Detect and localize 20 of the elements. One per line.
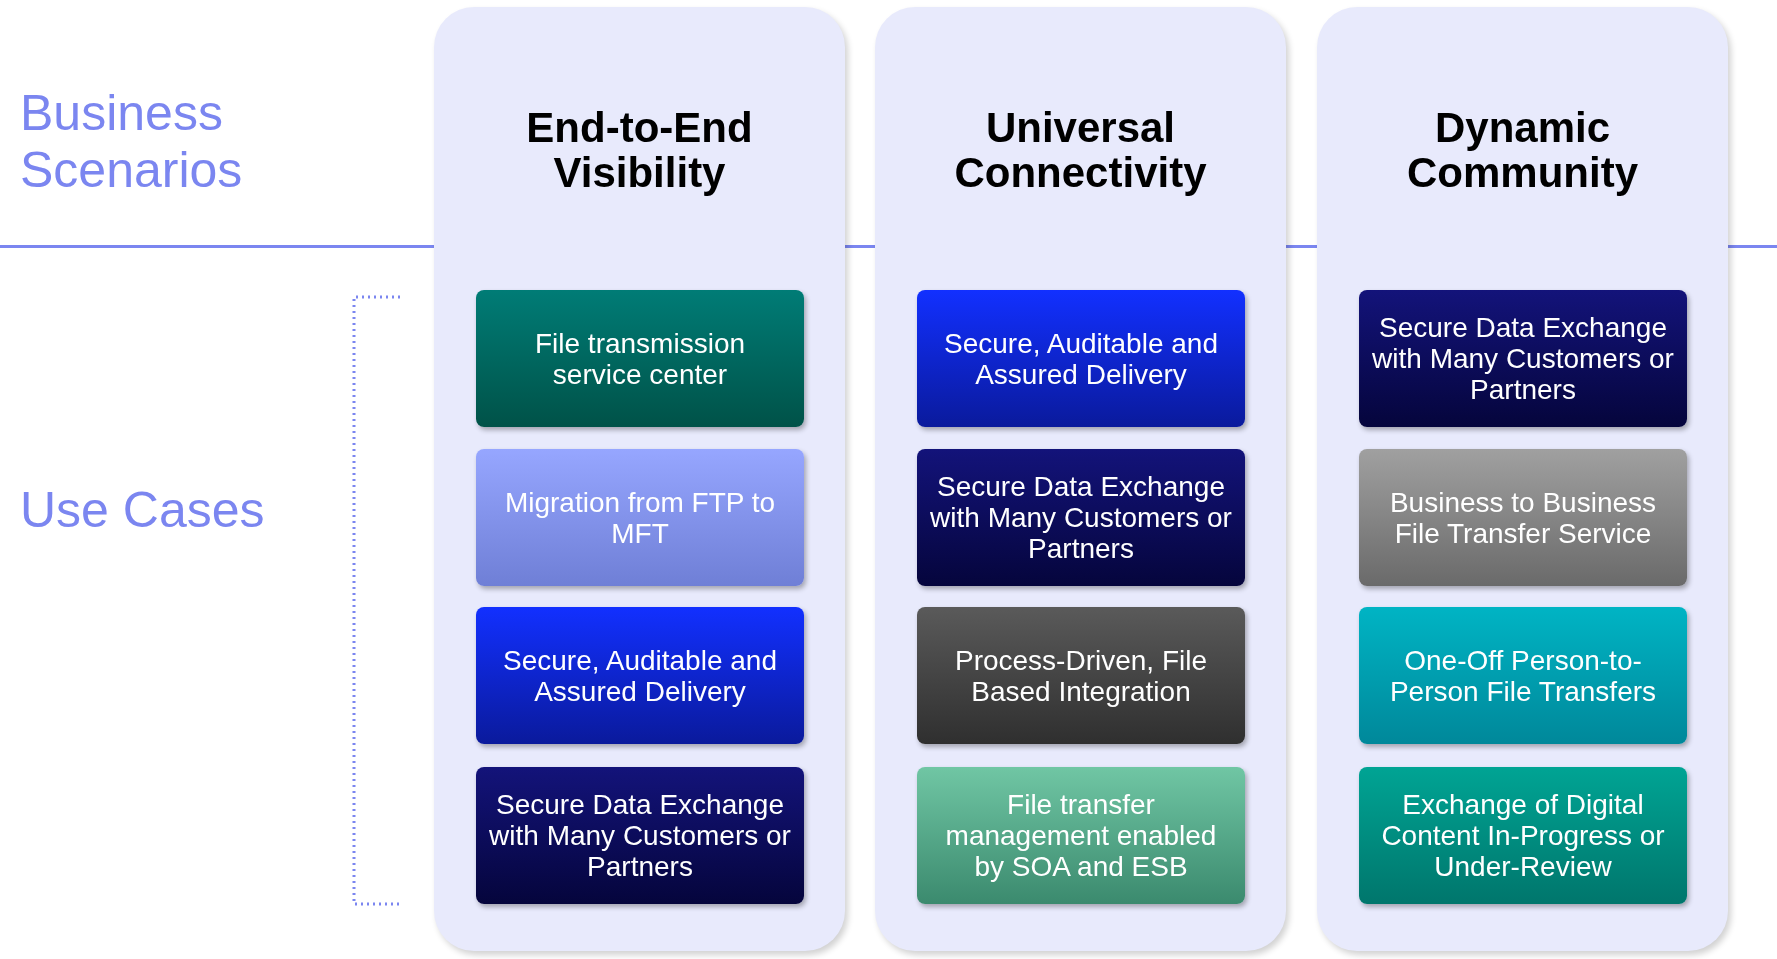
use-case-box: Secure, Auditable and Assured Delivery bbox=[476, 607, 804, 744]
use-case-box: Migration from FTP to MFT bbox=[476, 449, 804, 586]
row-label: Business Scenarios bbox=[20, 85, 244, 199]
use-case-box: File transmission service center bbox=[476, 290, 804, 427]
use-case-box: Business to Business File Transfer Service bbox=[1359, 449, 1687, 586]
use-case-box: Secure Data Exchange with Many Customers or Partners bbox=[917, 449, 1245, 586]
use-case-box: Secure Data Exchange with Many Customers or Partners bbox=[1359, 290, 1687, 427]
use-case-box: Secure Data Exchange with Many Customers or Partners bbox=[476, 767, 804, 904]
column-heading: End-to-End Visibility bbox=[525, 105, 754, 195]
use-case-box: Secure, Auditable and Assured Delivery bbox=[917, 290, 1245, 427]
use-case-box: Process-Driven, File Based Integration bbox=[917, 607, 1245, 744]
scenario-column bbox=[875, 7, 1286, 951]
scenario-column bbox=[1317, 7, 1728, 951]
use-case-box: One-Off Person-to-Person File Transfers bbox=[1359, 607, 1687, 744]
use-case-box: Exchange of Digital Content In-Progress or Under-Review bbox=[1359, 767, 1687, 904]
row-label: Use Cases bbox=[20, 482, 266, 539]
scenario-column bbox=[434, 7, 845, 951]
use-case-box: File transfer management enabled by SOA and ESB bbox=[917, 767, 1245, 904]
column-heading: Dynamic Community bbox=[1406, 105, 1639, 195]
column-heading: Universal Connectivity bbox=[953, 105, 1208, 195]
